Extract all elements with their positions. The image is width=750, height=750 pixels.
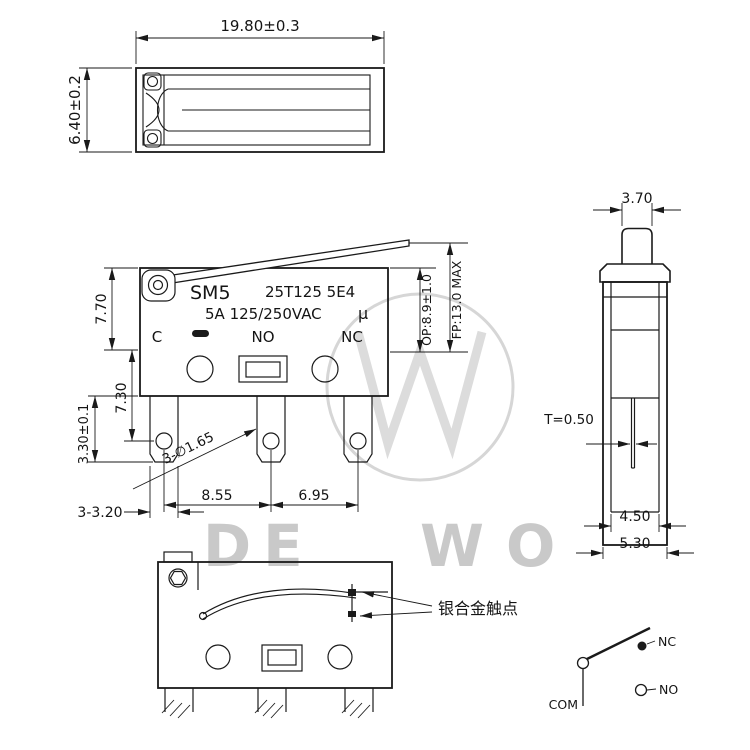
circuit-diagram-labels: NC NO COM — [549, 634, 679, 712]
top-view-dim-lines — [79, 31, 385, 153]
section-view-labels: 银合金触点 — [438, 599, 518, 618]
section-view-body — [157, 561, 393, 689]
front-view-mu-mark — [192, 330, 209, 337]
section-view-lines — [157, 551, 393, 719]
side-view-dim-lines — [576, 203, 694, 559]
front-view-terminal-2-hole — [262, 432, 280, 450]
front-view-dim-lines — [88, 242, 468, 518]
top-view-lines — [135, 67, 385, 153]
side-view-body — [602, 281, 668, 546]
front-view-rivet-right — [311, 355, 339, 383]
dim-terminal-len-label: 3.30±0.1 — [77, 404, 92, 465]
front-view-rivet-left — [186, 355, 214, 383]
circuit-lever — [586, 626, 651, 661]
dim-top-width-label: 19.80±0.3 — [220, 17, 299, 35]
dim-button-width-label: 3.70 — [621, 191, 652, 207]
section-view-leaders — [359, 591, 433, 619]
section-view-screw — [168, 568, 188, 588]
watermark-text-right: WO — [420, 512, 577, 580]
dim-terminal-width-label: 3-3.20 — [77, 505, 122, 521]
dim-body-height-label: 7.70 — [94, 293, 110, 324]
top-view-lower-pin — [146, 132, 159, 145]
dim-pitch-left-label: 8.55 — [201, 488, 232, 504]
top-view-hinge-pin — [146, 75, 159, 88]
terminal-no-label: NO — [251, 328, 274, 346]
circuit-no-label: NO — [659, 682, 678, 697]
section-view-spring-lever — [202, 588, 353, 615]
section-view-rivet-left — [205, 644, 231, 670]
front-view-lever — [165, 239, 410, 285]
circuit-nc-contact — [637, 641, 647, 651]
mu-label: μ — [358, 304, 368, 323]
dim-pitch-right-label: 6.95 — [298, 488, 329, 504]
model-label: SM5 — [190, 282, 231, 304]
side-view-cap — [599, 263, 671, 283]
terminal-c-label: C — [152, 328, 162, 346]
section-view-contact-upper — [348, 589, 356, 596]
front-view-terminal-3-hole — [349, 432, 367, 450]
front-view-window — [238, 355, 288, 383]
side-view-plunger — [621, 227, 653, 264]
front-view-terminal-1-hole — [155, 432, 173, 450]
section-view-rivet-right — [327, 644, 353, 670]
watermark: DE WO — [203, 292, 577, 580]
front-view-lines — [139, 239, 410, 463]
top-view-outline — [135, 67, 385, 153]
terminal-nc-label: NC — [341, 328, 363, 346]
front-view-hinge-boss — [141, 269, 176, 302]
circuit-diagram-lines — [576, 626, 657, 706]
dim-pin-thickness-label: T=0.50 — [543, 412, 594, 428]
circuit-com-terminal — [576, 656, 590, 670]
front-view-hinge-circle — [147, 274, 169, 296]
side-view-labels: 3.70 T=0.50 4.50 5.30 — [543, 191, 652, 552]
dim-inner-width-label: 4.50 — [619, 509, 650, 525]
dim-outer-width-label: 5.30 — [619, 536, 650, 552]
dim-op-label: OP:8.9±1.0 — [419, 274, 434, 346]
top-view-labels: 19.80±0.3 6.40±0.2 — [66, 17, 300, 145]
circuit-no-contact — [634, 683, 648, 697]
cert-label: 25T125 5E4 — [265, 283, 355, 301]
circuit-nc-label: NC — [658, 634, 676, 649]
dim-top-height-label: 6.40±0.2 — [66, 75, 84, 145]
side-view-lines — [599, 227, 671, 546]
contact-note-label: 银合金触点 — [438, 599, 518, 618]
circuit-com-label: COM — [549, 697, 578, 712]
section-view-window — [261, 644, 303, 672]
watermark-text-left: DE — [203, 512, 315, 580]
section-view-contact-lower — [348, 611, 356, 617]
dim-hole-offset-label: 7.30 — [114, 382, 130, 413]
rating-label: 5A 125/250VAC — [205, 305, 322, 323]
dim-fp-label: FP:13.0 MAX — [449, 260, 464, 339]
